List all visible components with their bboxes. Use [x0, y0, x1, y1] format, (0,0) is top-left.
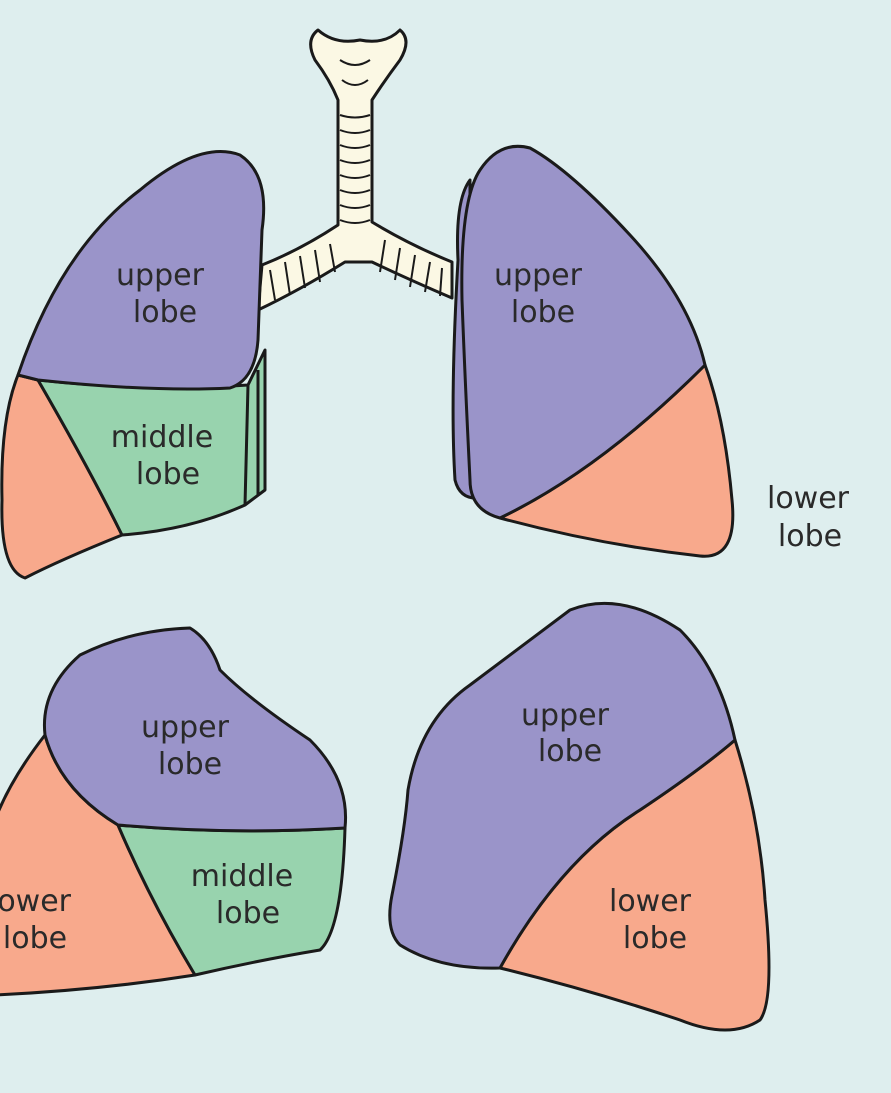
label-lower: lower [767, 481, 850, 516]
label-lobe: lobe [538, 734, 602, 769]
label-upper: upper [494, 258, 583, 293]
label-upper: upper [141, 710, 230, 745]
label-middle: middle [191, 859, 293, 894]
side-left-upper-lobe [388, 601, 737, 970]
trachea-rings [269, 59, 443, 301]
side-right-upper-lobe [42, 626, 348, 833]
front-right-upper-lobe [16, 150, 266, 391]
label-upper: upper [116, 258, 205, 293]
label-lobe: lobe [778, 519, 842, 554]
label-lobe: lobe [216, 896, 280, 931]
label-lobe: lobe [158, 747, 222, 782]
label-lower: lower [0, 884, 72, 919]
label-upper: upper [521, 698, 610, 733]
label-lobe: lobe [623, 921, 687, 956]
trachea [256, 28, 454, 312]
front-right-middle-lobe-edge [243, 370, 260, 506]
label-lobe: lobe [511, 295, 575, 330]
label-lower: lower [609, 884, 692, 919]
label-lobe: lobe [136, 457, 200, 492]
label-middle: middle [111, 420, 213, 455]
front-left-upper-lobe [460, 144, 707, 520]
label-lobe: lobe [133, 295, 197, 330]
label-lobe: lobe [3, 921, 67, 956]
